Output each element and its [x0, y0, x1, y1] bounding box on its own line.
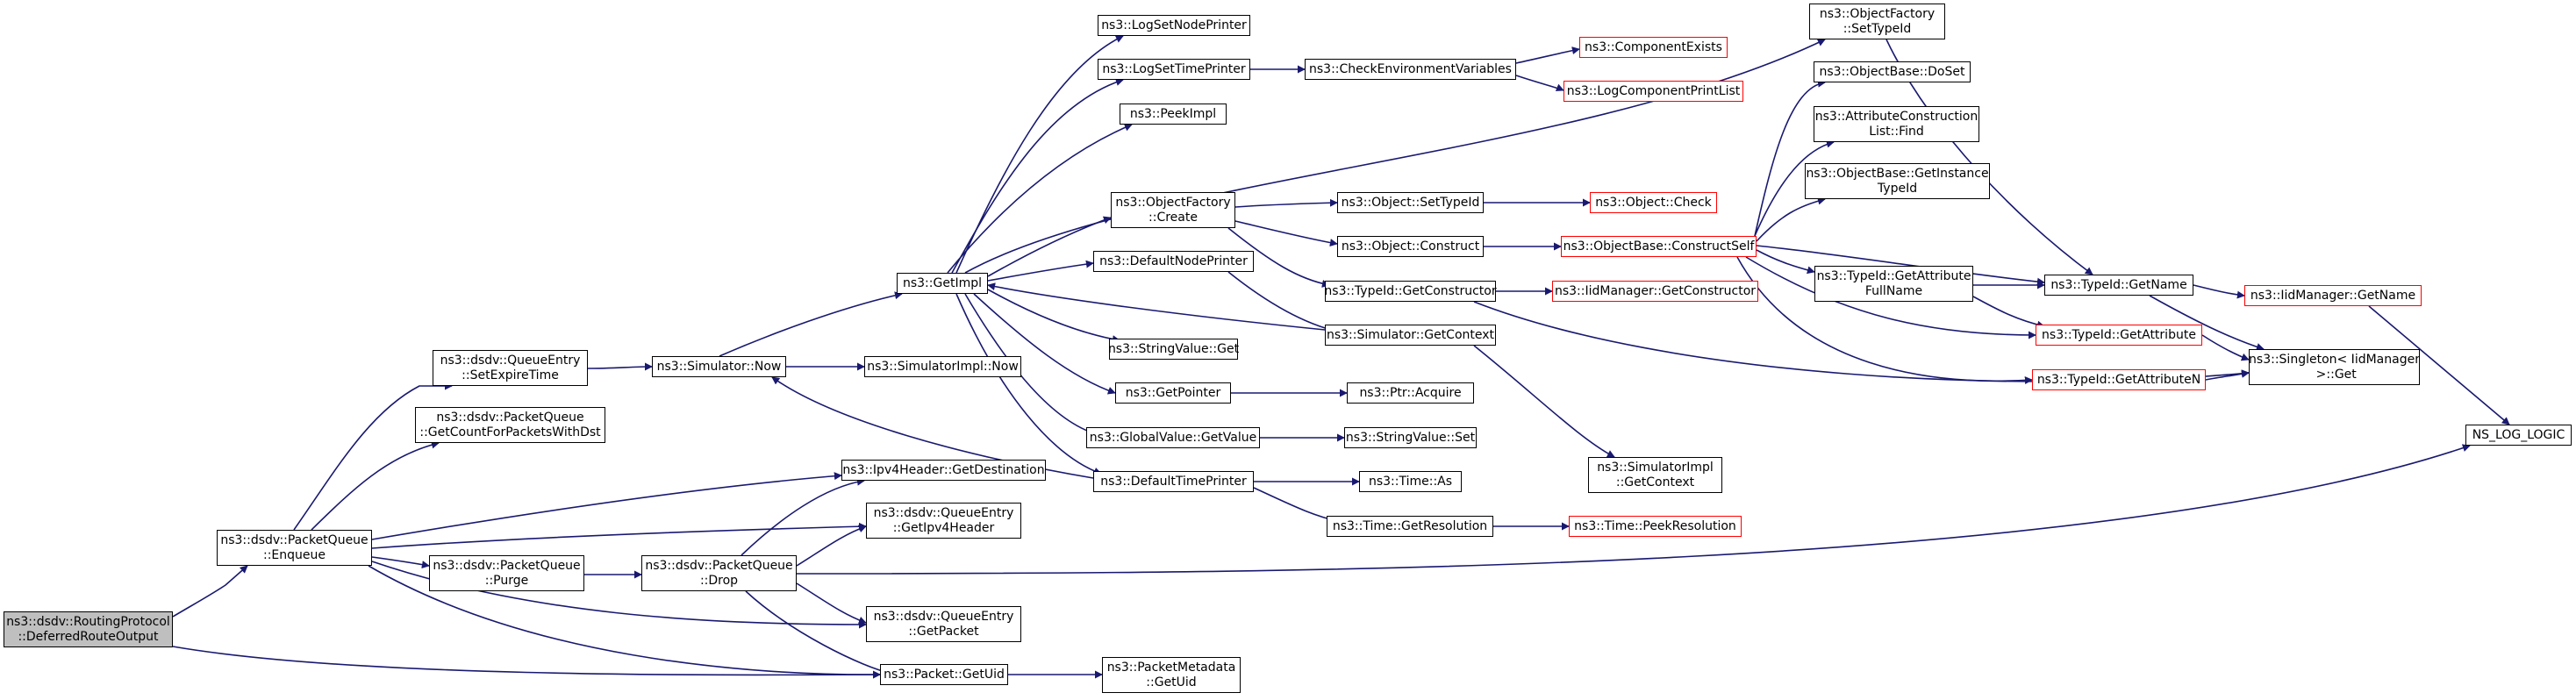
- node-singleton-iidmanager-get[interactable]: ns3::Singleton< IidManager >::Get: [2249, 349, 2420, 385]
- edge-iidgetname-nslog: [2368, 305, 2510, 425]
- edge-getimpl-logtime: [951, 78, 1124, 274]
- node-objectfactory-create[interactable]: ns3::ObjectFactory ::Create: [1111, 192, 1235, 228]
- node-typeid-getattribute[interactable]: ns3::TypeId::GetAttribute: [2036, 325, 2202, 346]
- edge-setexpire-simnow: [587, 362, 653, 371]
- node-getimpl[interactable]: ns3::GetImpl: [897, 273, 988, 294]
- node-stringvalue-get[interactable]: ns3::StringValue::Get: [1108, 339, 1239, 360]
- node-ipv4header-getdestination[interactable]: ns3::Ipv4Header::GetDestination: [841, 460, 1046, 481]
- edge-enqueue-setexpire: [293, 382, 453, 531]
- node-time-getresolution[interactable]: ns3::Time::GetResolution: [1327, 516, 1493, 537]
- node-packetqueue-purge[interactable]: ns3::dsdv::PacketQueue ::Purge: [429, 555, 584, 591]
- edge-enqueue-getuid: [368, 565, 881, 679]
- edge-attrfull-tidgetattr: [1972, 296, 2045, 329]
- node-typeid-getattributen[interactable]: ns3::TypeId::GetAttributeN: [2032, 369, 2206, 390]
- node-typeid-getconstructor[interactable]: ns3::TypeId::GetConstructor: [1324, 281, 1497, 302]
- edge-constructself-attrfull: [1756, 249, 1815, 275]
- edge-getimpl-defnode: [987, 260, 1094, 282]
- node-deferred-route-output[interactable]: ns3::dsdv::RoutingProtocol ::DeferredRou…: [4, 611, 173, 647]
- edge-constructself-tidgetattrn: [1736, 256, 2033, 384]
- edge-ofcreate-objsettid: [1234, 198, 1338, 208]
- node-objectbase-constructself[interactable]: ns3::ObjectBase::ConstructSelf: [1561, 236, 1757, 257]
- node-packet-getuid[interactable]: ns3::Packet::GetUid: [880, 664, 1008, 685]
- node-object-construct[interactable]: ns3::Object::Construct: [1337, 236, 1484, 257]
- edge-constructself-aclfind: [1754, 139, 1835, 237]
- node-queueentry-setexpiretime[interactable]: ns3::dsdv::QueueEntry ::SetExpireTime: [433, 350, 588, 386]
- edge-drop-getipv4: [796, 525, 867, 567]
- node-objectbase-doset[interactable]: ns3::ObjectBase::DoSet: [1814, 61, 1971, 82]
- edge-tidgetname-iidgetname: [2193, 284, 2245, 299]
- node-time-as[interactable]: ns3::Time::As: [1359, 471, 1462, 492]
- edge-drop-getpacket: [796, 582, 867, 625]
- edge-getimpl-strget: [987, 289, 1120, 344]
- node-logsettimeprinter[interactable]: ns3::LogSetTimePrinter: [1098, 59, 1250, 80]
- edge-getimpl-getptr: [973, 293, 1116, 395]
- node-objectfactory-settypeid[interactable]: ns3::ObjectFactory ::SetTypeId: [1809, 4, 1945, 39]
- edge-root-getuid: [172, 646, 881, 679]
- edge-ofcreate-tidgetctor: [1227, 227, 1330, 288]
- edge-tidgetattr-singleton: [2201, 334, 2250, 361]
- edge-constructself-doset: [1754, 79, 1826, 237]
- node-globalvalue-getvalue[interactable]: ns3::GlobalValue::GetValue: [1086, 427, 1260, 448]
- node-typeid-getname[interactable]: ns3::TypeId::GetName: [2044, 275, 2193, 296]
- edge-getimpl-peekimpl: [947, 124, 1133, 274]
- node-simulator-now[interactable]: ns3::Simulator::Now: [652, 356, 786, 377]
- node-simulator-getcontext[interactable]: ns3::Simulator::GetContext: [1325, 325, 1496, 346]
- edge-checkenv-logcomplist: [1515, 75, 1564, 91]
- edge-enqueue-purge: [371, 556, 430, 569]
- edge-enqueue-getipv4: [371, 522, 867, 549]
- node-simulatorimpl-getcontext[interactable]: ns3::SimulatorImpl ::GetContext: [1588, 457, 1722, 493]
- edge-tidgetattrn-singleton: [2205, 369, 2250, 381]
- node-componentexists[interactable]: ns3::ComponentExists: [1579, 37, 1728, 58]
- edge-enqueue-getcount: [311, 440, 440, 531]
- edge-getimpl-ofcreate: [987, 216, 1112, 277]
- edge-getimpl-deftime: [955, 293, 1102, 475]
- node-objectbase-getinstancetypeid[interactable]: ns3::ObjectBase::GetInstance TypeId: [1805, 163, 1990, 199]
- node-stringvalue-set[interactable]: ns3::StringValue::Set: [1344, 427, 1477, 448]
- node-time-peekresolution[interactable]: ns3::Time::PeekResolution: [1569, 516, 1742, 537]
- node-attributeconstructionlist-find[interactable]: ns3::AttributeConstruction List::Find: [1814, 106, 1979, 142]
- node-logcomponentprintlist[interactable]: ns3::LogComponentPrintList: [1563, 81, 1743, 102]
- edge-constructself-tidgetattr: [1745, 256, 2036, 339]
- node-logsetnodeprinter[interactable]: ns3::LogSetNodePrinter: [1098, 15, 1250, 36]
- node-peekimpl[interactable]: ns3::PeekImpl: [1120, 104, 1227, 125]
- node-defaultnodeprinter[interactable]: ns3::DefaultNodePrinter: [1093, 251, 1254, 272]
- edge-enqueue-ipv4dest: [371, 472, 842, 540]
- edge-tidgetname-singleton: [2149, 295, 2265, 351]
- node-checkenvironmentvariables[interactable]: ns3::CheckEnvironmentVariables: [1305, 59, 1516, 80]
- edge-simgetctx-simimplctx: [1473, 345, 1615, 458]
- edge-drop-ipv4dest: [741, 477, 865, 556]
- node-iidmanager-getname[interactable]: ns3::IidManager::GetName: [2244, 285, 2422, 306]
- node-defaulttimeprinter[interactable]: ns3::DefaultTimePrinter: [1093, 471, 1254, 492]
- edge-constructself-getinst: [1756, 196, 1826, 242]
- node-iidmanager-getconstructor[interactable]: ns3::IidManager::GetConstructor: [1552, 281, 1758, 302]
- node-object-check[interactable]: ns3::Object::Check: [1590, 192, 1717, 213]
- edge-simgetctx-getimpl: [987, 282, 1326, 331]
- edge-ofcreate-objconstruct: [1234, 220, 1338, 247]
- node-typeid-getattributefullname[interactable]: ns3::TypeId::GetAttribute FullName: [1814, 266, 1973, 302]
- edge-checkenv-compexists: [1515, 46, 1580, 64]
- node-packetmetadata-getuid[interactable]: ns3::PacketMetadata ::GetUid: [1102, 657, 1241, 693]
- node-queueentry-getipv4header[interactable]: ns3::dsdv::QueueEntry ::GetIpv4Header: [866, 503, 1021, 539]
- node-object-settypeid[interactable]: ns3::Object::SetTypeId: [1337, 192, 1484, 213]
- node-queueentry-getpacket[interactable]: ns3::dsdv::QueueEntry ::GetPacket: [866, 606, 1021, 642]
- edge-constructself-tidgetname: [1756, 245, 2045, 286]
- node-packetqueue-drop[interactable]: ns3::dsdv::PacketQueue ::Drop: [641, 555, 797, 591]
- node-packetqueue-getcountforpacketswithdst[interactable]: ns3::dsdv::PacketQueue ::GetCountForPack…: [415, 407, 605, 443]
- edge-drop-nslog: [796, 444, 2471, 575]
- node-ptr-acquire[interactable]: ns3::Ptr::Acquire: [1347, 382, 1474, 404]
- edge-simnow-getimpl: [719, 291, 903, 357]
- edge-root-enqueue: [172, 565, 248, 618]
- node-ns-log-logic[interactable]: NS_LOG_LOGIC: [2465, 425, 2572, 446]
- node-getpointer[interactable]: ns3::GetPointer: [1115, 382, 1231, 404]
- node-simulatorimpl-now[interactable]: ns3::SimulatorImpl::Now: [864, 356, 1021, 377]
- node-packetqueue-enqueue[interactable]: ns3::dsdv::PacketQueue ::Enqueue: [217, 530, 372, 566]
- edge-getimpl-gvget: [964, 293, 1098, 436]
